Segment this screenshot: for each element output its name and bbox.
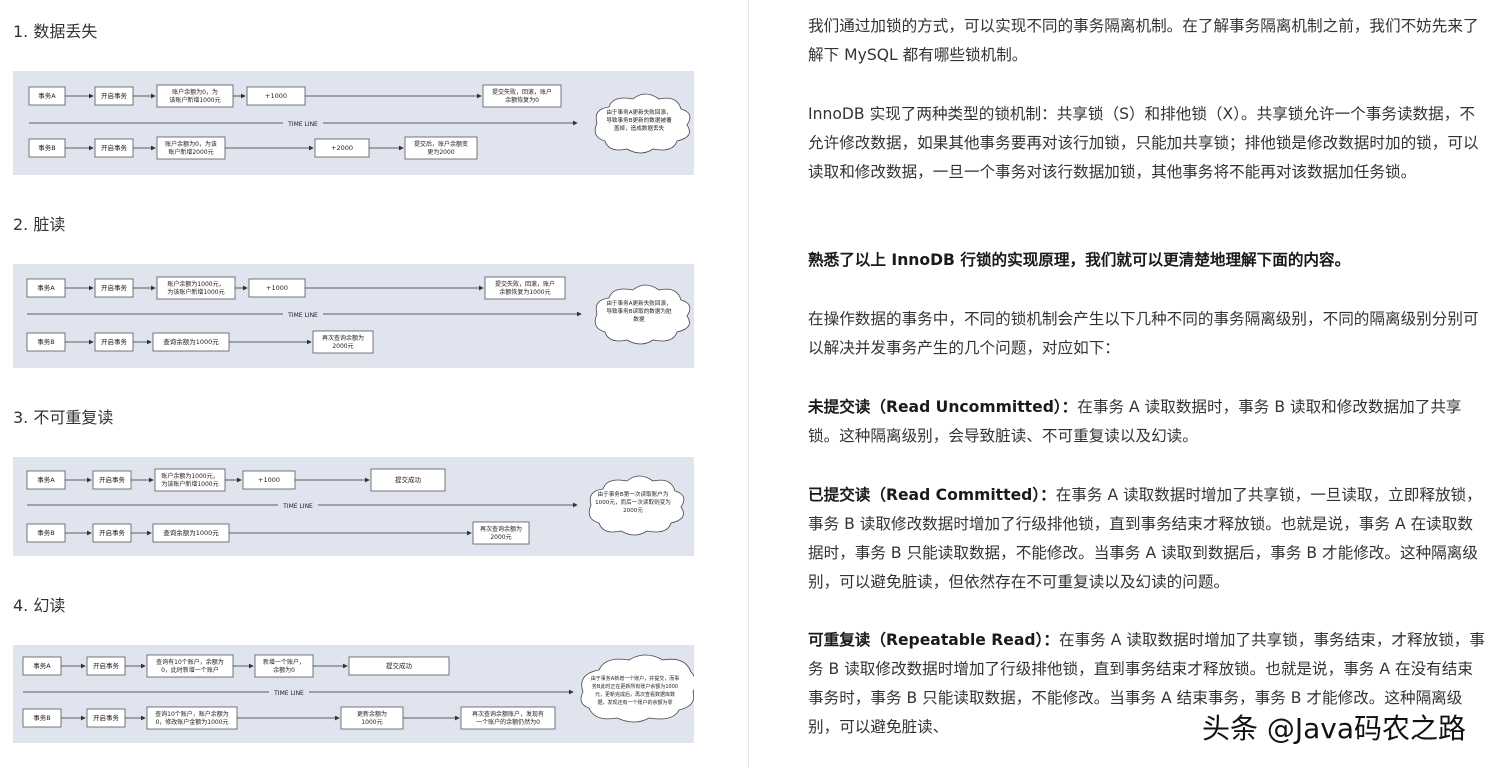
box-text: 提交后，账户余额变	[414, 140, 468, 148]
box-text: 2000元	[332, 343, 353, 350]
box-text: 再次查询余额账户，发现有	[472, 710, 544, 718]
diagram-dirty-read: TIME LINE 事务A 开启事务 账户余额为1000元， 为该账户新增100…	[13, 264, 694, 368]
box-text: 事务A	[33, 661, 51, 670]
box-text: +1000	[265, 92, 287, 100]
cloud-text: 1000元，而后一次读取则变为	[595, 498, 671, 506]
box-text: 事务B	[33, 713, 50, 722]
cloud-note	[594, 284, 691, 345]
box-text: +2000	[331, 144, 353, 152]
box-text: 查询有10个账户，余额为	[156, 658, 224, 666]
box-text: 余额恢复为1000元	[499, 288, 550, 296]
paragraph-intro: 我们通过加锁的方式，可以实现不同的事务隔离机制。在了解事务隔离机制之前，我们不妨…	[808, 17, 1479, 64]
cloud-text: 导致事务B读取的数据为脏	[606, 307, 672, 315]
box-text: 再次查询余额为	[480, 525, 522, 533]
box-text: 开启事务	[101, 91, 128, 100]
cloud-text: 由于事务A新增一个账户，并提交，而事	[591, 675, 679, 682]
timeline-label: TIME LINE	[287, 312, 318, 319]
section-title-4: 4. 幻读	[13, 596, 66, 615]
box-text: 提交成功	[386, 661, 413, 670]
cloud-text: 2000元	[623, 507, 643, 514]
box-text: 开启事务	[101, 143, 128, 152]
box-text: 账户余额为0，为	[172, 88, 218, 96]
box-text: 新增一个账户，	[263, 658, 305, 666]
cloud-text: 数据	[633, 315, 645, 323]
left-column: 1. 数据丢失	[13, 22, 694, 743]
box-text: 一个账户的余额仍然为0	[476, 718, 540, 726]
box-text: 0，此时新增一个账户	[161, 666, 219, 674]
text-repeatable-read: 在事务 A 读取数据时增加了共享锁，事务结束，才释放锁，事务 B 读取修改数据时…	[808, 631, 1485, 736]
box-text: 账户余额为1000元，	[161, 472, 218, 480]
label-read-uncommitted: 未提交读（Read Uncommitted）：	[808, 398, 1078, 416]
box-text: 事务B	[37, 528, 54, 537]
cloud-note	[580, 654, 694, 723]
paragraph-isolation-intro: 在操作数据的事务中，不同的锁机制会产生以下几种不同的事务隔离级别，不同的隔离级别…	[808, 310, 1479, 357]
box-text: 为该账户新增1000元	[161, 480, 218, 488]
cloud-text: 由于事务A更新失败回滚，	[606, 299, 671, 307]
label-read-committed: 已提交读（Read Committed）：	[808, 486, 1056, 504]
box-text: 账户余额为0，为该	[165, 140, 217, 148]
right-column: 我们通过加锁的方式，可以实现不同的事务隔离机制。在了解事务隔离机制之前，我们不妨…	[790, 0, 1488, 767]
cloud-text: 盖掉，造成数据丢失	[614, 124, 665, 132]
box-text: 2000元	[490, 534, 511, 541]
paragraph-bold-note: 熟悉了以上 InnoDB 行锁的实现原理，我们就可以更清楚地理解下面的内容。	[808, 251, 1351, 269]
box-text: 开启事务	[99, 528, 126, 537]
paragraph-read-committed: 已提交读（Read Committed）：在事务 A 读取数据时增加了共享锁，一…	[808, 481, 1488, 597]
text-read-uncommitted: 在事务 A 读取数据时，事务 B 读取和修改数据加了共享锁。这种隔离级别，会导致…	[808, 398, 1462, 445]
timeline-label: TIME LINE	[273, 690, 304, 697]
box-text: 提交成功	[395, 475, 422, 484]
box-text: 账户新增2000元	[168, 148, 213, 156]
box-text: 0，修改账户金额为1000元	[155, 718, 228, 726]
box-text: 1000元	[361, 719, 382, 726]
cloud-text: 务B此时正在更新所有账户余额为1000	[592, 683, 678, 690]
box-text: 事务B	[38, 143, 55, 152]
box-text: 事务B	[37, 337, 54, 346]
cloud-text: 由于事务A更新失败回滚，	[606, 108, 671, 116]
cloud-text: 元，更新完成后，再次查看数据库数	[595, 691, 675, 698]
box-text: 提交失败，回滚，账户	[495, 280, 555, 288]
section-title-2: 2. 脏读	[13, 215, 66, 234]
diagram-non-repeatable-read: TIME LINE 事务A 开启事务 账户余额为1000元， 为该账户新增100…	[13, 457, 694, 556]
column-divider	[748, 0, 749, 767]
cloud-note	[588, 475, 685, 536]
cloud-text: 由于事务B第一次读取账户为	[598, 490, 669, 498]
box-text: +1000	[266, 284, 288, 292]
paragraph-innodb-locks: InnoDB 实现了两种类型的锁机制：共享锁（S）和排他锁（X）。共享锁允许一个…	[808, 105, 1479, 181]
box-text: 开启事务	[93, 661, 120, 670]
timeline-label: TIME LINE	[287, 121, 318, 128]
section-title-1: 1. 数据丢失	[13, 22, 98, 41]
box-text: 查询余额为1000元	[163, 528, 219, 537]
box-text: 更为2000	[427, 148, 454, 156]
paragraph-read-uncommitted: 未提交读（Read Uncommitted）：在事务 A 读取数据时，事务 B …	[808, 393, 1488, 451]
watermark: 头条 @Java码农之路	[1201, 712, 1466, 745]
cloud-text: 据，发现还有一个账户的余额为零	[597, 699, 672, 706]
section-title-3: 3. 不可重复读	[13, 408, 114, 427]
label-repeatable-read: 可重复读（Repeatable Read）：	[808, 631, 1059, 649]
box-text: 开启事务	[101, 283, 128, 292]
diagram-data-loss: TIME LINE 事务A 开启事务 账户余额为0，为 该账户新增1000元 +…	[13, 71, 694, 175]
diagram-phantom-read: TIME LINE 事务A 开启事务 查询有10个账户，余额为 0，此时新增一个…	[13, 645, 694, 743]
box-text: 查询余额为1000元	[163, 337, 219, 346]
box-text: 提交失败，回滚，账户	[492, 88, 552, 96]
box-text: 开启事务	[101, 337, 128, 346]
box-text: 查询10个账户，账户余额为	[155, 710, 229, 718]
box-text: 开启事务	[93, 713, 120, 722]
box-text: 余额恢复为0	[505, 96, 539, 104]
box-text: +1000	[258, 476, 280, 484]
timeline-label: TIME LINE	[282, 503, 313, 510]
cloud-note	[594, 93, 691, 154]
box-text: 为该账户新增1000元	[167, 288, 224, 296]
box-text: 余额为0	[273, 666, 295, 674]
box-text: 事务A	[37, 475, 55, 484]
box-text: 更新余额为	[357, 710, 387, 718]
box-text: 事务A	[37, 283, 55, 292]
text-read-committed: 在事务 A 读取数据时增加了共享锁，一旦读取，立即释放锁，事务 B 读取修改数据…	[808, 486, 1482, 591]
paragraph-repeatable-read: 可重复读（Repeatable Read）：在事务 A 读取数据时增加了共享锁，…	[808, 626, 1488, 742]
box-text: 再次查询余额为	[322, 334, 364, 342]
box-text: 开启事务	[99, 475, 126, 484]
box-text: 事务A	[38, 91, 56, 100]
box-text: 该账户新增1000元	[169, 96, 220, 104]
cloud-text: 导致事务B更新的数据被覆	[606, 116, 672, 124]
box-text: 账户余额为1000元，	[167, 280, 224, 288]
